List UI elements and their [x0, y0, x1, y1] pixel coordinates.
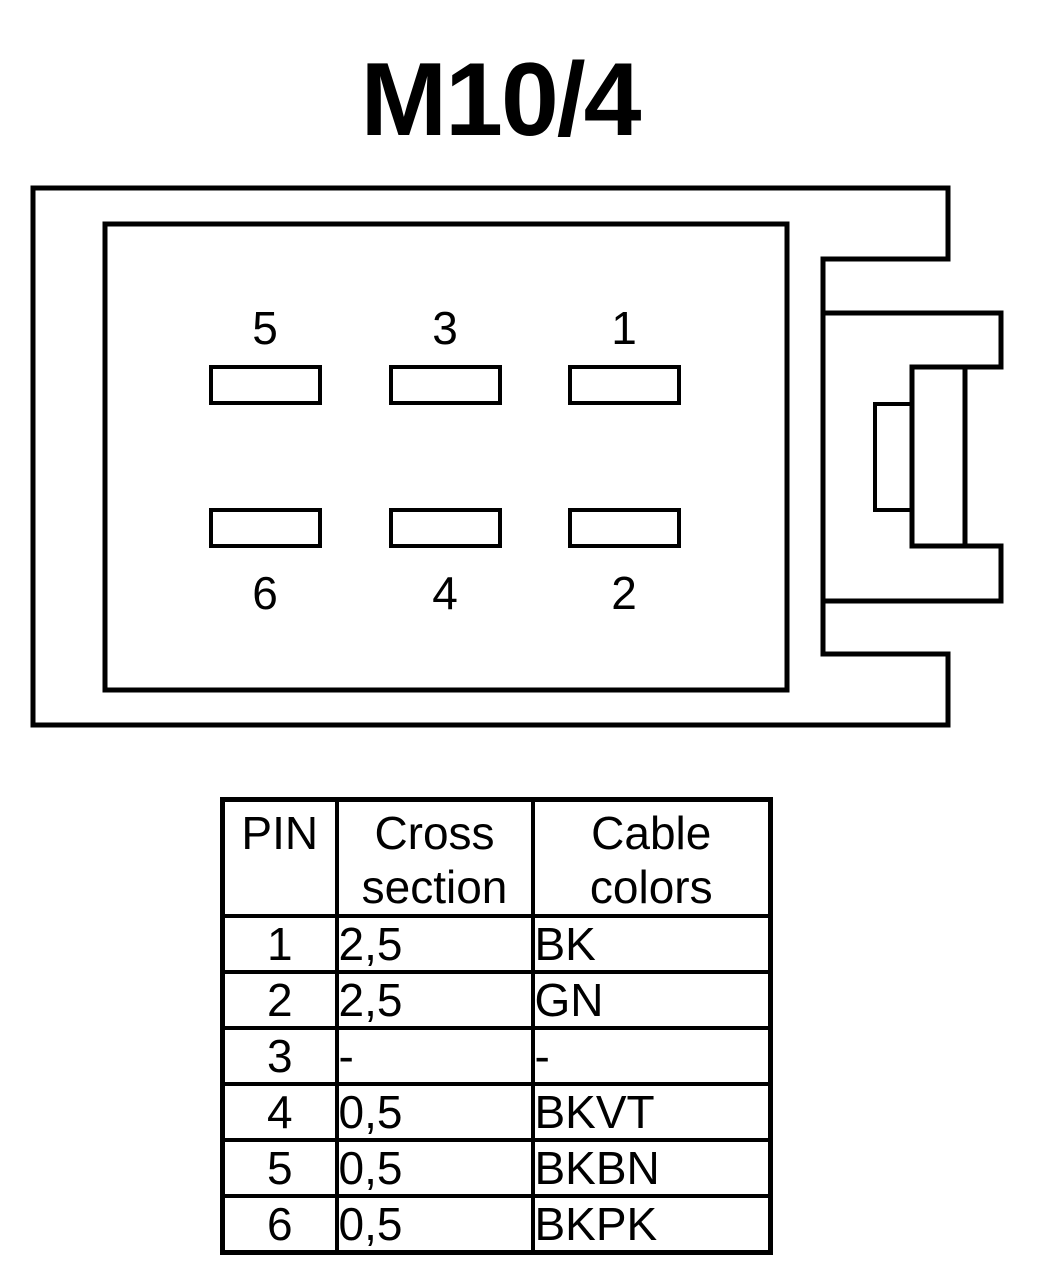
table-row: 6 0,5 BKPK [220, 1194, 773, 1255]
cell-pin: 5 [220, 1138, 339, 1198]
table-row: 3 - - [220, 1026, 773, 1086]
pin-slot-4 [389, 508, 502, 548]
cell-cross-section: 2,5 [334, 914, 535, 974]
connector-face [102, 221, 790, 693]
pin-label-5: 5 [252, 302, 278, 354]
cell-cable-color: - [530, 1026, 773, 1086]
latch-tab [873, 402, 914, 512]
pin-slot-6 [209, 508, 322, 548]
header-cable-colors-line-1: Cable [591, 807, 712, 859]
pin-label-1: 1 [611, 302, 637, 354]
connector-diagram: 5 3 1 6 4 2 [30, 185, 1004, 728]
pin-label-3: 3 [432, 302, 458, 354]
header-cable-colors: Cable colors [530, 797, 773, 918]
cell-cross-section: - [334, 1026, 535, 1086]
cell-cross-section: 0,5 [334, 1138, 535, 1198]
cell-cable-color: BKPK [530, 1194, 773, 1255]
table-row: 4 0,5 BKVT [220, 1082, 773, 1142]
header-pin: PIN [220, 797, 339, 918]
pin-label-4: 4 [432, 567, 458, 619]
header-cross-section: Cross section [334, 797, 535, 918]
table-row: 2 2,5 GN [220, 970, 773, 1030]
pin-label-6: 6 [252, 567, 278, 619]
pin-slot-1 [568, 365, 681, 405]
cell-cable-color: GN [530, 970, 773, 1030]
table-header-row: PIN Cross section Cable colors [220, 797, 773, 918]
cell-pin: 3 [220, 1026, 339, 1086]
cell-pin: 6 [220, 1194, 339, 1255]
pin-slot-5 [209, 365, 322, 405]
cell-pin: 4 [220, 1082, 339, 1142]
cell-cross-section: 0,5 [334, 1194, 535, 1255]
pin-assignment-table: PIN Cross section Cable colors 1 2,5 BK … [220, 797, 773, 1255]
cell-cable-color: BKVT [530, 1082, 773, 1142]
cell-cable-color: BK [530, 914, 773, 974]
cell-cross-section: 2,5 [334, 970, 535, 1030]
header-cable-colors-line-2: colors [589, 861, 713, 913]
table-row: 5 0,5 BKBN [220, 1138, 773, 1198]
table-row: 1 2,5 BK [220, 914, 773, 974]
pin-slot-2 [568, 508, 681, 548]
header-cross-section-line-1: Cross [374, 807, 495, 859]
cell-pin: 2 [220, 970, 339, 1030]
cell-cross-section: 0,5 [334, 1082, 535, 1142]
connector-housing-outline [30, 185, 951, 728]
cell-cable-color: BKBN [530, 1138, 773, 1198]
header-cross-section-line-2: section [361, 861, 508, 913]
cell-pin: 1 [220, 914, 339, 974]
pin-slot-3 [389, 365, 502, 405]
pin-label-2: 2 [611, 567, 637, 619]
diagram-title: M10/4 [360, 42, 641, 158]
